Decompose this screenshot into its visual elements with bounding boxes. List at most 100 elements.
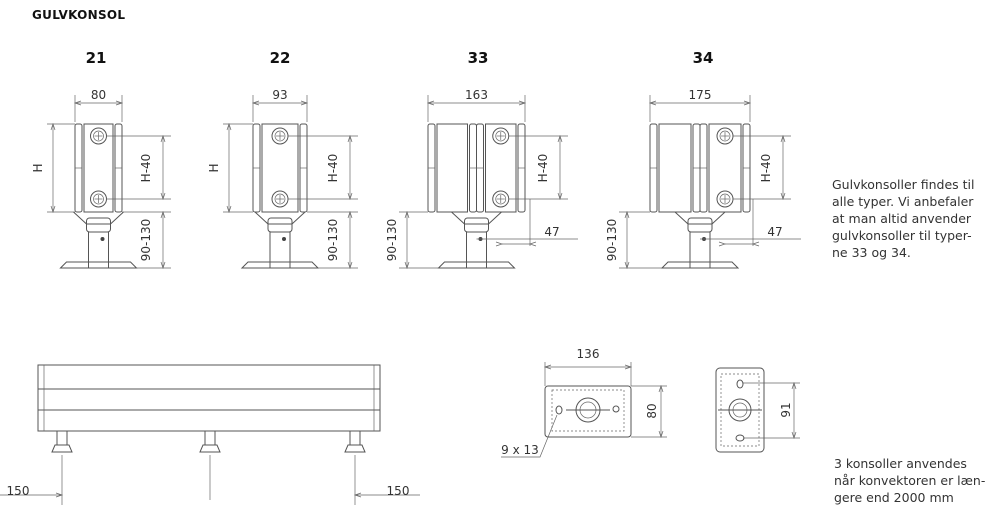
foot-range-dimension: 90-130	[605, 219, 619, 262]
hole	[735, 434, 745, 442]
base-plate	[660, 261, 740, 269]
offset-dimension: 47	[544, 225, 559, 239]
bracket	[73, 211, 124, 225]
hole	[736, 379, 744, 389]
side-view: 150 150	[0, 364, 420, 505]
base-plate	[59, 261, 138, 269]
bracket-neck	[267, 217, 293, 233]
plate-inner	[551, 389, 625, 432]
set-screw	[282, 237, 286, 241]
plate-depth-dimension: 80	[645, 403, 659, 418]
note-line: at man altid anvender	[832, 211, 972, 226]
arrow	[791, 381, 797, 440]
bracket-foot	[344, 444, 366, 453]
arrow	[543, 364, 633, 370]
floor-bracket	[349, 430, 361, 446]
note-line: når konvektoren er læn-	[834, 473, 986, 488]
leader-line	[501, 414, 558, 458]
arrow	[658, 384, 664, 439]
view-title: 21	[86, 49, 107, 67]
note-line: Gulvkonsoller findes til	[832, 177, 975, 192]
slot	[555, 405, 563, 415]
arrow	[404, 210, 410, 270]
connection-hole-inner	[495, 193, 507, 205]
floor-bracket	[56, 430, 68, 446]
bracket-foot	[199, 444, 221, 453]
connection-hole-inner	[495, 130, 507, 142]
base-plate	[240, 261, 320, 269]
foot-post	[466, 231, 487, 269]
arrow	[160, 210, 166, 270]
arrow	[557, 134, 563, 201]
connection-hole-inner	[93, 130, 104, 142]
view-title: 22	[270, 49, 291, 67]
width-dimension: 175	[689, 88, 712, 102]
hole-spacing-dimension: H-40	[759, 154, 773, 183]
left-offset-dimension: 150	[7, 484, 30, 498]
hole-spacing-dimension: H-40	[326, 154, 340, 183]
panel	[436, 123, 468, 213]
offset-dimension: 47	[767, 225, 782, 239]
arrow	[347, 134, 353, 201]
dimension-arrow	[353, 492, 420, 498]
arrow	[226, 122, 232, 214]
slot	[612, 405, 620, 413]
connection-hole-inner	[93, 193, 104, 205]
base-plate-narrow: 91	[715, 367, 800, 453]
note-line: gulvkonsoller til typer-	[832, 228, 972, 243]
width-dimension: 80	[91, 88, 106, 102]
width-dimension: 163	[465, 88, 488, 102]
plate-outline	[715, 367, 765, 453]
plate-outline	[544, 385, 632, 438]
bracket-neck	[86, 217, 111, 233]
foot-post	[88, 231, 109, 269]
set-screw	[100, 237, 105, 241]
plate-width-dimension: 136	[577, 347, 600, 361]
hole-spacing-dimension: 91	[779, 402, 793, 417]
arrow	[426, 100, 527, 106]
right-offset-dimension: 150	[387, 484, 410, 498]
bracket-neck	[687, 217, 713, 233]
bracket-neck	[464, 217, 489, 233]
connection-hole-inner	[719, 193, 731, 205]
slot-size-label: 9 x 13	[501, 443, 539, 457]
arrow	[73, 100, 124, 106]
height-dimension: H	[31, 163, 45, 172]
bracket-foot	[51, 444, 73, 453]
panel	[261, 123, 299, 213]
arrow	[495, 241, 537, 247]
connection-hole-inner	[274, 193, 286, 205]
hole-spacing-dimension: H-40	[536, 154, 550, 183]
foot-range-dimension: 90-130	[385, 219, 399, 262]
bracket	[254, 211, 306, 225]
panel	[485, 123, 517, 213]
foot-post	[689, 231, 711, 269]
foot-range-dimension: 90-130	[139, 219, 153, 262]
base-plate-wide: 136 80 9 x 13	[501, 347, 667, 458]
arrow	[347, 210, 353, 270]
bracket	[674, 211, 726, 225]
arrow	[251, 100, 309, 106]
connection-hole-inner	[719, 130, 731, 142]
dimension-arrow	[0, 492, 64, 498]
floor-bracket	[204, 430, 216, 446]
bracket	[451, 211, 502, 225]
note-line: alle typer. Vi anbefaler	[832, 194, 974, 209]
arrow	[648, 100, 752, 106]
arrow	[718, 241, 760, 247]
foot-range-dimension: 90-130	[326, 219, 340, 262]
convector-body	[37, 364, 381, 432]
page-title: GULVKONSOL	[32, 8, 126, 22]
panel	[658, 123, 692, 213]
width-dimension: 93	[272, 88, 287, 102]
panel	[83, 123, 114, 213]
connection-hole-inner	[274, 130, 286, 142]
foot-post	[269, 231, 291, 269]
note-line: ne 33 og 34.	[832, 245, 911, 260]
arrow	[624, 210, 630, 270]
